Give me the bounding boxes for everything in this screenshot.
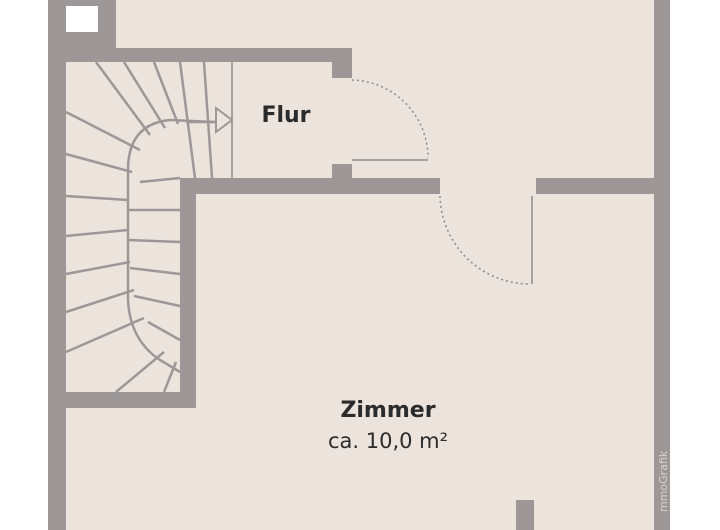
- stair-step: [122, 61, 167, 129]
- floor-door-gap-main: [440, 176, 536, 196]
- floor-zimmer-lower-left: [66, 408, 200, 530]
- wall-flur-bottom: [180, 178, 440, 194]
- stair-step: [94, 61, 152, 136]
- room-area-zimmer: ca. 10,0 m²: [328, 429, 448, 453]
- stair-step: [127, 238, 181, 244]
- room-label-zimmer: Zimmer: [340, 398, 435, 423]
- wall-stair-bottom: [66, 392, 196, 408]
- door-swings: [351, 79, 531, 285]
- stair-step: [139, 176, 181, 184]
- stair-step: [133, 294, 181, 308]
- wall-bottom-stub: [516, 500, 534, 530]
- wall-right-of-door: [536, 178, 654, 194]
- floors: [66, 0, 654, 530]
- stair-step: [65, 288, 135, 314]
- stair-arrow-head: [215, 106, 234, 134]
- floor-flur-door-gap: [330, 78, 354, 164]
- wall-stair-right: [180, 178, 196, 408]
- stair-step: [65, 194, 129, 202]
- wall-flur-jamb-bottom: [332, 164, 352, 178]
- stair-step: [65, 260, 131, 276]
- stair-step: [65, 110, 141, 152]
- stair-step: [152, 61, 180, 125]
- stair-step: [147, 320, 181, 342]
- shaft-square: [66, 6, 98, 32]
- main-door-swing: [439, 195, 531, 285]
- room-label-flur: Flur: [261, 103, 310, 128]
- stair-step: [65, 152, 133, 174]
- credit-text: mmoGrafik: [657, 450, 670, 512]
- stair-handrail: [126, 118, 215, 374]
- staircase: [65, 61, 218, 393]
- stair-step: [202, 61, 214, 179]
- interior-walls: [66, 48, 654, 530]
- wall-top-inner: [66, 48, 352, 62]
- floor-zimmer: [196, 194, 654, 530]
- stair-step: [129, 266, 181, 276]
- flur-door-swing: [351, 79, 429, 159]
- floor-flur: [232, 62, 332, 178]
- floor-upper-right: [352, 0, 654, 178]
- stair-step: [65, 228, 129, 238]
